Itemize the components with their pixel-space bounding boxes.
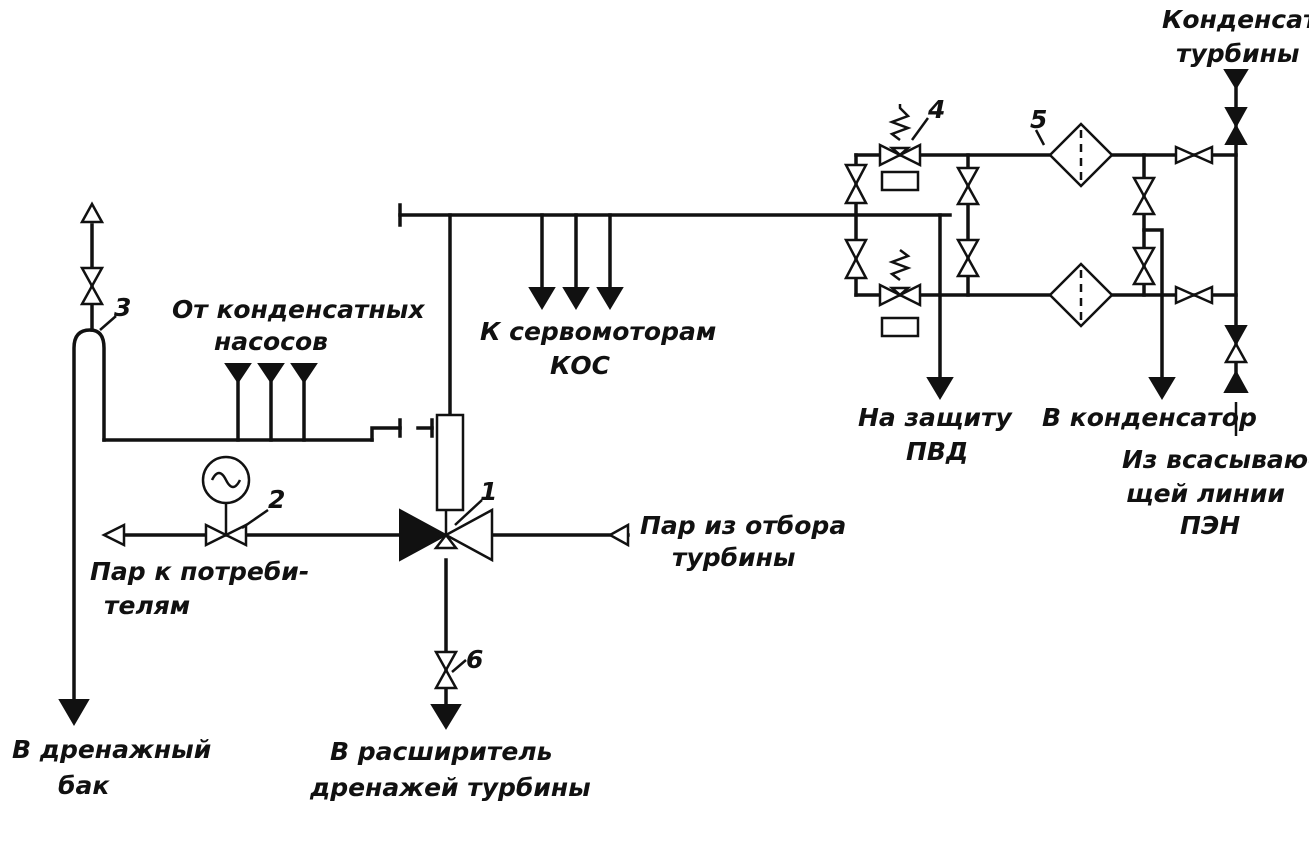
label-steam-consumers-line2: телям bbox=[104, 591, 190, 620]
label-drain-tank-line2: бак bbox=[58, 771, 110, 800]
filter-lower bbox=[1048, 262, 1114, 328]
leaders bbox=[99, 117, 1046, 673]
flow-arrows bbox=[58, 69, 1249, 730]
number-1: 1 bbox=[480, 477, 497, 506]
hpp-protection-arrow bbox=[926, 377, 954, 400]
label-condensate-turbine-line1: Конденсат bbox=[1162, 5, 1309, 34]
servo-arrow-1 bbox=[528, 287, 556, 310]
number-5: 5 bbox=[1030, 105, 1047, 134]
label-hpp-protection-line2: ПВД bbox=[906, 437, 968, 466]
leader-1 bbox=[454, 499, 483, 526]
safety-valve-lower-stem bbox=[888, 286, 912, 297]
filters bbox=[1048, 122, 1114, 328]
valve-1-actuator bbox=[435, 413, 465, 512]
text-labels: Конденсат турбины От конденсатных насосо… bbox=[12, 5, 1309, 802]
drain-tank-arrow bbox=[58, 699, 90, 726]
number-3: 3 bbox=[114, 293, 131, 322]
vent-arrow-up bbox=[79, 201, 105, 224]
servo-arrow-3 bbox=[596, 287, 624, 310]
valve-right-lower bbox=[1131, 246, 1157, 286]
vessel-3-body bbox=[72, 328, 106, 702]
leader-3 bbox=[99, 315, 117, 331]
label-suction-line2: щей линии bbox=[1126, 479, 1285, 508]
number-4: 4 bbox=[927, 95, 945, 124]
valve-1-right bbox=[443, 507, 494, 563]
expander-arrow bbox=[430, 704, 462, 730]
label-steam-extraction-line1: Пар из отбора bbox=[640, 511, 846, 540]
leader-6 bbox=[451, 659, 467, 673]
label-suction-line3: ПЭН bbox=[1180, 511, 1240, 540]
steam-consumer-arrow bbox=[101, 522, 126, 548]
valve-6 bbox=[433, 650, 459, 690]
leader-2 bbox=[241, 508, 269, 530]
label-suction-line1: Из всасываю- bbox=[1122, 445, 1309, 474]
label-to-condenser: В конденсатор bbox=[1042, 403, 1257, 432]
valve-mid-upper bbox=[955, 166, 981, 206]
leader-5 bbox=[1034, 129, 1046, 146]
condenser-arrow bbox=[1148, 377, 1176, 400]
valve-1-left-black bbox=[399, 508, 449, 562]
pump-arrow-1 bbox=[224, 363, 252, 384]
label-servomotors-line1: К сервомоторам bbox=[480, 317, 716, 346]
valve-left-upper bbox=[843, 163, 869, 205]
label-drain-tank-line1: В дренажный bbox=[12, 735, 211, 764]
number-6: 6 bbox=[466, 645, 483, 674]
label-expander-line2: дренажей турбины bbox=[309, 773, 591, 802]
safety-valve-lower-weight bbox=[880, 316, 920, 338]
number-2: 2 bbox=[268, 485, 285, 514]
vent-valve bbox=[79, 266, 105, 306]
collector-valve-upper-b bbox=[1224, 123, 1248, 145]
suction-inlet-arrow bbox=[1223, 369, 1249, 393]
label-expander-line1: В расширитель bbox=[330, 737, 552, 766]
steam-extraction-end bbox=[607, 522, 630, 548]
valves bbox=[79, 104, 1249, 690]
check-valve-upper bbox=[1174, 145, 1214, 165]
pipelines bbox=[72, 83, 1238, 707]
label-condensate-turbine-line2: турбины bbox=[1176, 39, 1300, 68]
valve-right-upper bbox=[1131, 176, 1157, 216]
valve-mid-lower bbox=[955, 238, 981, 278]
leader-4 bbox=[910, 117, 930, 141]
label-from-pumps-line2: насосов bbox=[214, 327, 328, 356]
collector-valve-lower-b bbox=[1223, 341, 1249, 364]
safety-valve-4-upper-stem bbox=[888, 146, 912, 157]
label-hpp-protection-line1: На защиту bbox=[858, 403, 1014, 432]
valve-left-lower bbox=[843, 238, 869, 280]
label-from-pumps-line1: От конденсатных bbox=[172, 295, 425, 324]
motor-ac-icon bbox=[210, 471, 242, 489]
condensate-elbow bbox=[370, 426, 402, 442]
servo-arrow-2 bbox=[562, 287, 590, 310]
safety-valve-4-upper-weight bbox=[880, 170, 920, 192]
label-steam-extraction-line2: турбины bbox=[672, 543, 796, 572]
condenser-branch bbox=[1142, 228, 1164, 382]
collector-valve-upper-a bbox=[1224, 107, 1248, 129]
filter-5-upper bbox=[1048, 122, 1114, 188]
safety-valve-lower-spring bbox=[888, 249, 912, 281]
label-servomotors-line2: КОС bbox=[550, 351, 611, 380]
collector-valve-lower-a bbox=[1224, 325, 1248, 347]
pump-arrow-2 bbox=[257, 363, 285, 384]
label-steam-consumers-line1: Пар к потреби- bbox=[90, 557, 309, 586]
pump-arrow-3 bbox=[290, 363, 318, 384]
valve-1-bottom bbox=[433, 532, 459, 550]
check-valve-lower bbox=[1174, 285, 1214, 305]
condensate-inlet-arrow bbox=[1223, 69, 1249, 90]
position-numbers: 1 2 3 4 5 6 bbox=[114, 95, 1047, 674]
safety-valve-4-upper-spring bbox=[888, 104, 912, 141]
